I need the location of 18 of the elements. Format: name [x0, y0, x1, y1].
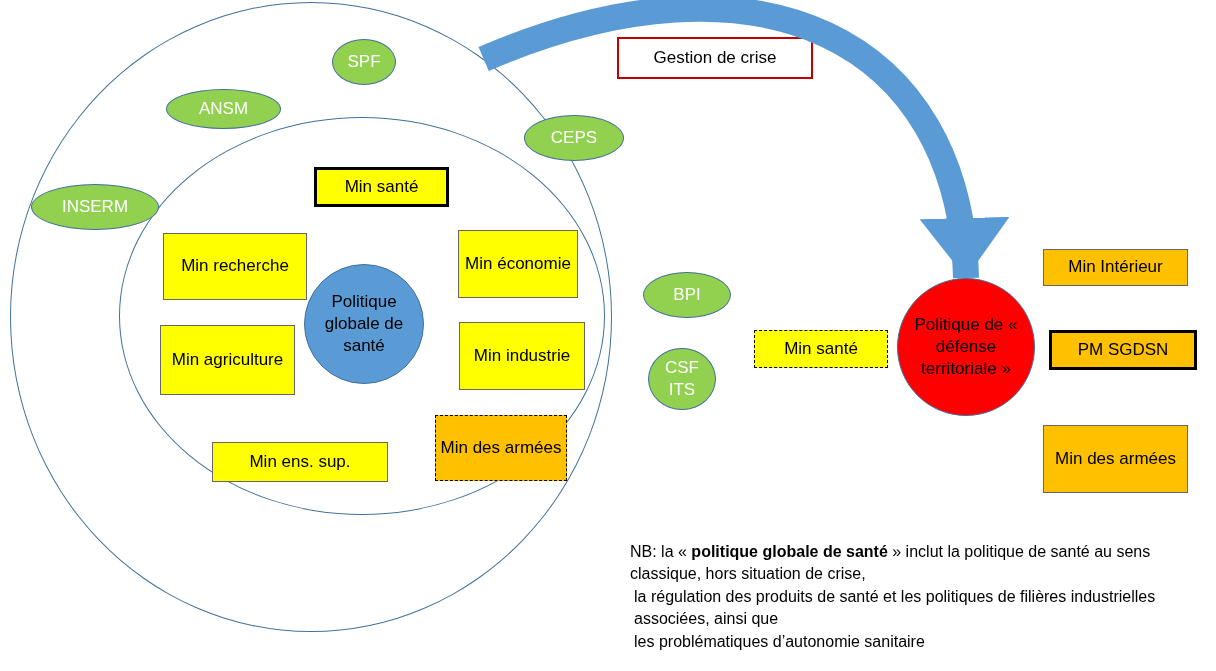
note-text: les problématiques d’autonomie sanitaire — [633, 631, 926, 652]
ministry-box: Min agriculture — [160, 325, 295, 395]
agency-ellipse: SPF — [332, 39, 396, 85]
agency-ellipse: BPI — [643, 272, 731, 318]
policy-circle: Politique de « défense territoriale » — [897, 278, 1035, 416]
agency-ellipse: ANSM — [166, 89, 281, 129]
ministry-box: Min industrie — [459, 322, 585, 390]
agency-ellipse: CSF ITS — [648, 348, 716, 410]
ministry-box: Min des armées — [1043, 425, 1188, 493]
policy-circle: Politique globale de santé — [304, 264, 424, 384]
ministry-box: Min santé — [314, 167, 449, 207]
ministry-box: Min ens. sup. — [212, 442, 388, 482]
ministry-box: Min Intérieur — [1043, 249, 1188, 286]
agency-ellipse: INSERM — [31, 184, 159, 230]
ministry-box: PM SGDSN — [1049, 330, 1197, 370]
ministry-box: Min santé — [754, 330, 888, 368]
ministry-box: Min recherche — [163, 233, 307, 300]
ministry-box: Min des armées — [435, 415, 567, 481]
